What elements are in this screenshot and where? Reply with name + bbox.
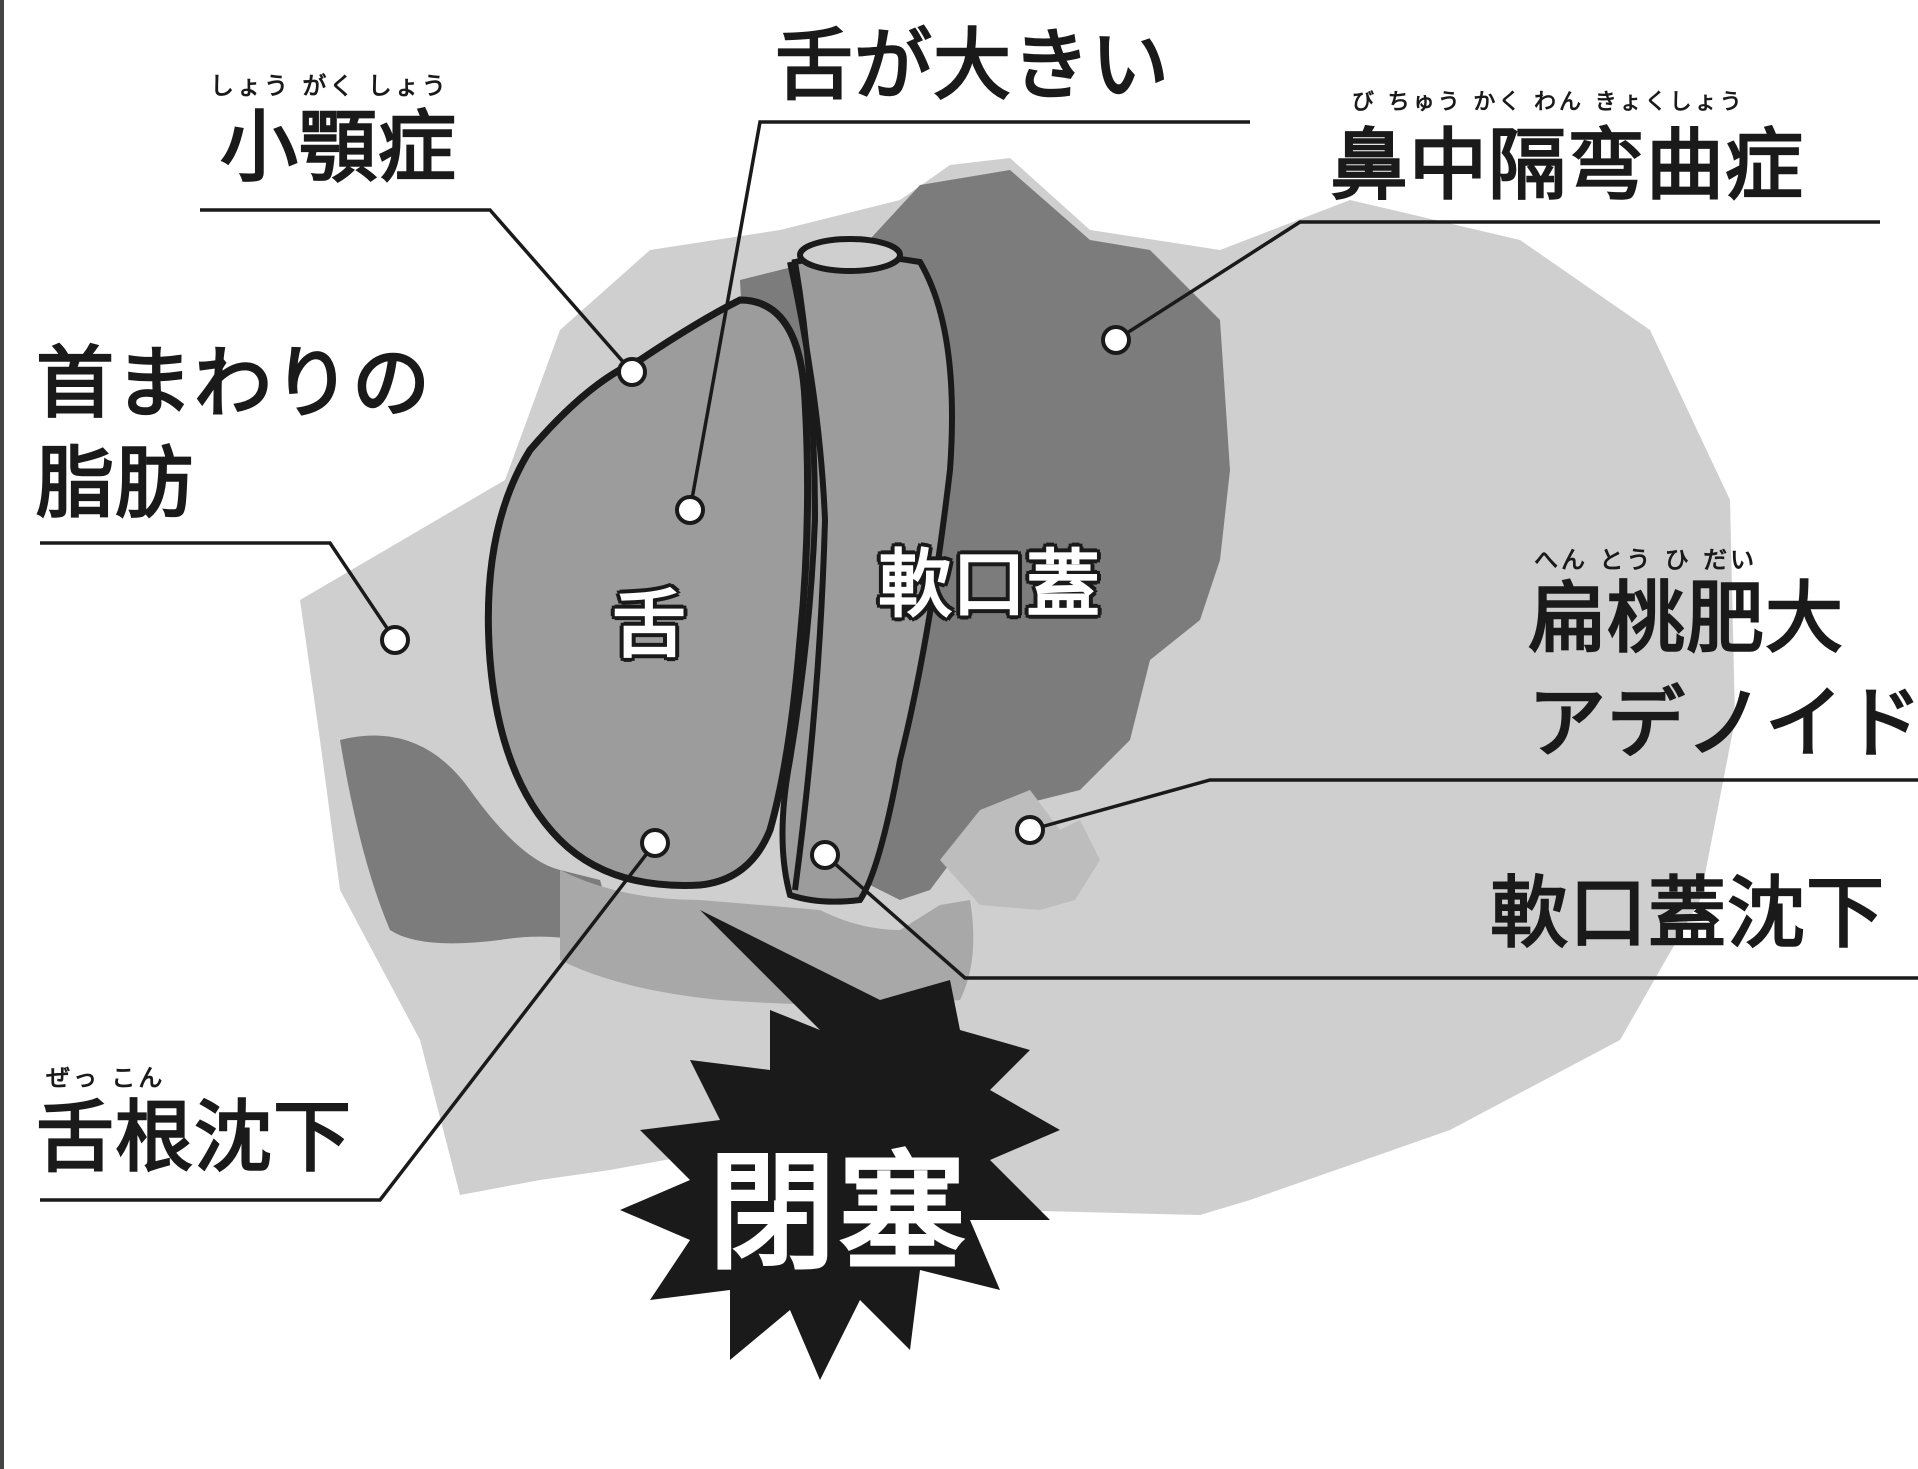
organ-label-soft-palate: 軟口蓋 [878,542,1100,628]
label-neck-fat-line2: 脂肪 [36,439,195,529]
leader-neck-fat [40,541,397,641]
label-nasal-septum: 鼻中隔弯曲症 [1330,121,1805,211]
lower-channel [560,870,974,1005]
soft-palate-shape [779,253,955,905]
leader-palate-drop [823,853,1918,980]
label-big-tongue: 舌が大きい [775,21,1171,111]
label-palate-drop: 軟口蓋沈下 [1490,869,1886,959]
marker-nasal-septum [1101,325,1131,355]
tongue-seam [787,261,829,891]
ruby-small-jaw: しょう がく しょう [210,72,449,100]
leader-small-jaw [200,208,634,374]
marker-small-jaw [617,357,647,387]
label-neck-fat-line1: 首まわりの [36,339,432,429]
marker-neck-fat [380,625,410,655]
leader-nasal-septum [1115,220,1880,342]
organ-label-tongue: 舌 [612,582,686,668]
neck-shadow [340,735,620,950]
marker-tonsil [1015,815,1045,845]
ruby-tonsil: へん とう ひ だい [1534,546,1758,574]
marker-palate-drop [810,840,840,870]
label-small-jaw: 小顎症 [220,103,458,193]
pharynx-light [940,790,1100,910]
obstruction-label: 閉塞 [708,1139,969,1288]
tongue-shape [484,296,812,889]
ruby-nasal-septum: び ちゅう かく わん きょくしょう [1352,90,1745,115]
marker-big-tongue [675,495,705,525]
label-tonsil-line1: 扁桃肥大 [1528,574,1845,664]
marker-tongue-root [640,828,670,858]
leader-big-tongue [688,120,1250,511]
obstruction-burst [620,910,1060,1380]
leader-tonsil [1029,778,1918,832]
label-tonsil-line2: アデノイド [1528,679,1918,769]
ruby-tongue-root: ぜっ こん [46,1064,166,1092]
frame-border [0,0,4,1469]
label-tongue-root: 舌根沈下 [36,1093,353,1183]
soft-palate-cap [797,236,903,274]
leader-tongue-root [40,841,657,1202]
